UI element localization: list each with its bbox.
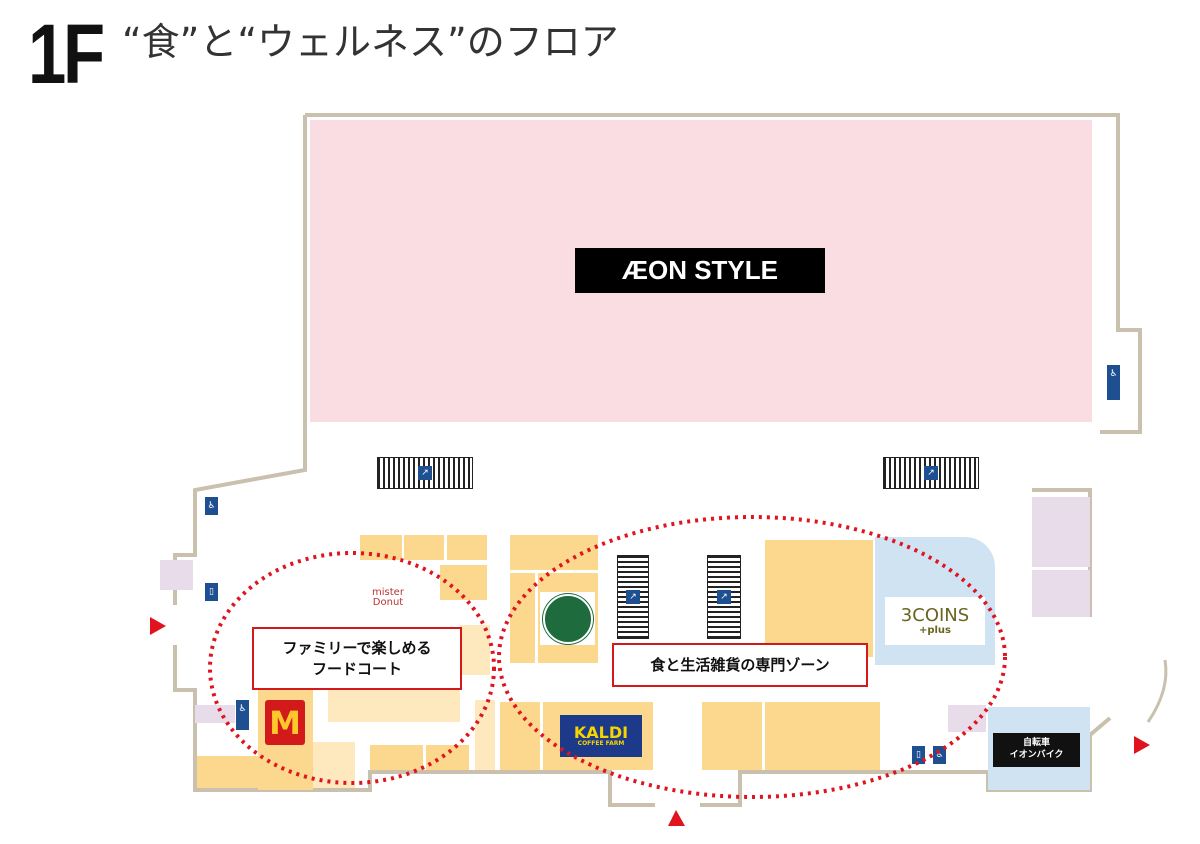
mister-donut-logo[interactable]: mister Donut — [348, 578, 428, 618]
starbucks-logo[interactable] — [540, 592, 595, 645]
store[interactable] — [500, 702, 540, 770]
store[interactable] — [313, 742, 355, 788]
store[interactable] — [370, 745, 423, 770]
elevator-icon: ▯ — [912, 746, 925, 764]
three-coins-logo[interactable]: 3COINS +plus — [885, 597, 985, 645]
restroom-icon: ♿ — [933, 746, 946, 764]
store[interactable] — [1032, 570, 1090, 617]
escalator: ↗ — [377, 457, 473, 489]
escalator: ↗ — [883, 457, 979, 489]
mister-donut-text: Donut — [372, 597, 404, 608]
store[interactable] — [510, 535, 598, 570]
store[interactable] — [328, 690, 460, 722]
aeon-bike-text: 自転車 — [1022, 738, 1050, 749]
food-court-zone-label: ファミリーで楽しめる フードコート — [252, 627, 462, 690]
store[interactable] — [765, 702, 880, 770]
store[interactable] — [1032, 497, 1090, 567]
store[interactable] — [360, 535, 402, 560]
store[interactable] — [197, 756, 259, 788]
aeon-style-logo[interactable]: ÆON STYLE — [575, 248, 825, 293]
starbucks-icon — [542, 593, 593, 644]
escalator-icon: ↗ — [717, 590, 731, 604]
store[interactable] — [447, 535, 487, 560]
aeon-bike-text: イオンバイク — [1009, 750, 1064, 760]
three-coins-sub: +plus — [918, 625, 952, 637]
kaldi-logo[interactable]: KALDI COFFEE FARM — [560, 715, 642, 757]
store[interactable] — [765, 540, 873, 657]
store[interactable] — [460, 625, 490, 675]
mcdonalds-logo[interactable]: M — [265, 700, 305, 745]
store[interactable] — [440, 565, 487, 600]
store[interactable] — [510, 573, 535, 663]
restroom-icon: ♿ — [236, 700, 249, 730]
restroom-icon: ♿ — [205, 497, 218, 515]
escalator-icon: ↗ — [418, 466, 432, 480]
store[interactable] — [702, 702, 762, 770]
restroom-icon: ▯ — [205, 583, 218, 601]
floor-number: 1F — [28, 7, 105, 101]
escalator: ↗ — [707, 555, 741, 639]
store[interactable] — [475, 700, 495, 770]
store[interactable] — [404, 535, 444, 560]
restroom-icon: ♿ — [1107, 365, 1120, 400]
food-court-label-line: ファミリーで楽しめる — [282, 639, 432, 658]
kaldi-name: KALDI — [573, 723, 629, 742]
specialty-zone-label: 食と生活雑貨の専門ゾーン — [612, 643, 868, 687]
floor-subtitle: “食”と“ウェルネス”のフロア — [122, 20, 619, 64]
store[interactable] — [948, 705, 986, 732]
kaldi-sub: COFFEE FARM — [577, 740, 625, 747]
escalator-icon: ↗ — [924, 466, 938, 480]
food-court-label-line: フードコート — [311, 659, 402, 678]
store[interactable] — [426, 745, 469, 770]
escalator-icon: ↗ — [626, 590, 640, 604]
aeon-bike-logo[interactable]: 自転車 イオンバイク — [993, 733, 1080, 767]
store[interactable] — [160, 560, 193, 590]
escalator: ↗ — [617, 555, 649, 639]
three-coins-name: 3COINS — [900, 604, 970, 626]
store[interactable] — [195, 705, 235, 723]
